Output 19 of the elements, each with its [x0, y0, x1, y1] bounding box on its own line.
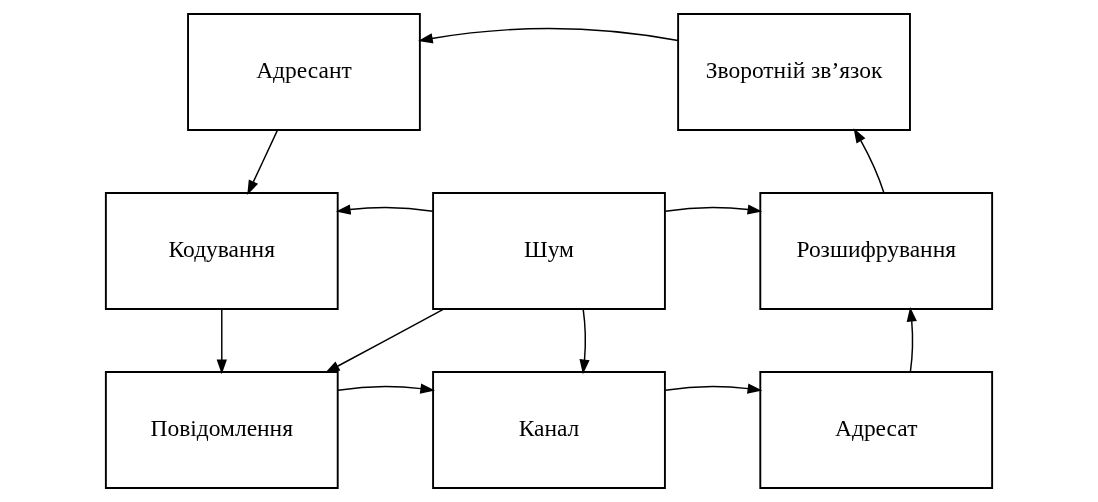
arrow — [337, 383, 436, 394]
node-box: Адресат — [759, 371, 994, 489]
node-box: Повідомлення — [104, 371, 339, 489]
arrow — [324, 308, 445, 374]
node-box: Зворотній зв’язок — [677, 13, 911, 131]
arrow — [664, 204, 763, 215]
node-box: Розшифрування — [759, 192, 994, 310]
arrow — [335, 204, 434, 215]
node-box: Шум — [432, 192, 666, 310]
node-box: Канал — [432, 371, 666, 489]
arrow — [579, 308, 590, 375]
node-box: Кодування — [104, 192, 339, 310]
arrow — [216, 308, 227, 375]
arrow — [418, 27, 679, 44]
arrow — [664, 383, 763, 394]
node-box: Адресант — [187, 13, 421, 131]
arrow — [853, 128, 885, 194]
arrow — [247, 129, 279, 195]
arrow — [906, 306, 917, 373]
